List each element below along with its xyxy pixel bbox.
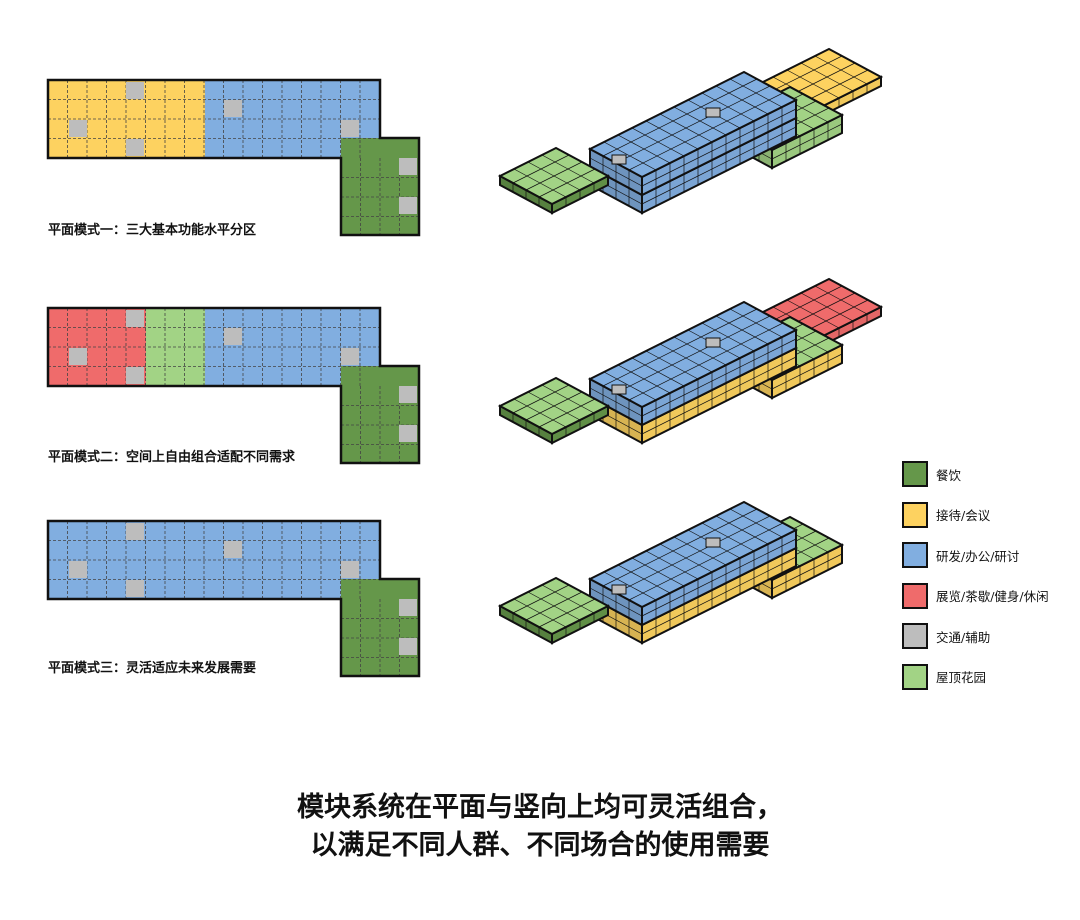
legend-item-exhibition: 展览/茶歇/健身/休闲	[902, 580, 1049, 612]
legend-swatch-research	[902, 542, 928, 568]
axo-dining-wing-top-grid	[538, 168, 596, 198]
axo-main-upper-left-grid	[589, 587, 643, 617]
legend-swatch-exhibition	[902, 582, 928, 609]
axo-link-front-grid	[771, 353, 843, 390]
legend-item-traffic: 交通/辅助	[902, 620, 1049, 652]
legend: 餐饮 接待/会议 研发/办公/研讨 展览/茶歇/健身/休闲 交通/辅助 屋顶花园	[902, 458, 1049, 701]
axo-traffic-core	[705, 107, 721, 118]
axo-main-upper-left-grid	[589, 157, 643, 187]
axo-main-upper-top-grid	[602, 308, 758, 387]
axo-main-upper-top-grid	[615, 515, 771, 594]
legend-swatch-traffic	[902, 623, 928, 649]
axo-dining-wing-top-grid	[525, 161, 583, 191]
floor-plans	[46, 78, 421, 678]
plan-label-2: 平面模式二：空间上自由组合适配不同需求	[48, 450, 296, 465]
legend-label-research: 研发/办公/研讨	[936, 548, 1020, 564]
legend-label-traffic: 交通/辅助	[936, 629, 991, 645]
legend-swatch-reception	[902, 501, 928, 528]
axo-main-upper-top-grid	[602, 78, 758, 157]
plan-traffic-core	[399, 638, 417, 655]
legend-label-exhibition: 展览/茶歇/健身/休闲	[936, 589, 1049, 604]
floor-plan-1	[46, 78, 421, 237]
plan-traffic-core	[399, 599, 417, 616]
legend-label-dining: 餐饮	[936, 467, 962, 483]
caption-line-1: 模块系统在平面与竖向上均可灵活组合，	[297, 792, 783, 823]
axonometric-1	[497, 47, 884, 215]
axo-main-upper-top-grid	[628, 522, 784, 601]
plan-traffic-core	[224, 541, 242, 558]
axo-dining-wing-top-grid	[512, 384, 570, 414]
axo-traffic-core	[611, 384, 627, 395]
axo-traffic-core	[705, 337, 721, 348]
plan-traffic-core	[399, 386, 417, 403]
axo-main-upper-front-grid	[641, 338, 797, 417]
legend-item-dining: 餐饮	[902, 458, 1049, 490]
plan-traffic-core	[126, 310, 144, 327]
caption-line-2: 以满足不同人群、不同场合的使用需要	[310, 830, 770, 861]
legend-item-research: 研发/办公/研讨	[902, 539, 1049, 571]
legend-label-reception: 接待/会议	[936, 508, 991, 523]
plan-traffic-core	[341, 348, 359, 365]
axo-main-upper-left-grid	[589, 387, 643, 417]
legend-swatch-roof-garden	[902, 663, 928, 690]
axo-main-upper-top-grid	[628, 92, 784, 171]
plan-label-3: 平面模式三：灵活适应未来发展需要	[48, 661, 257, 676]
axo-main-upper-top-grid	[615, 315, 771, 394]
plan-traffic-core	[126, 367, 144, 384]
axonometric-2	[497, 277, 884, 445]
axo-main-upper-front-grid	[641, 538, 797, 617]
floor-plan-3	[46, 519, 421, 678]
axo-main-upper-top-grid	[615, 85, 771, 164]
plan-traffic-core	[399, 197, 417, 214]
plan-traffic-core	[224, 328, 242, 345]
axo-main-lower-front-grid	[641, 556, 797, 635]
axo-traffic-core	[705, 537, 721, 548]
axo-main-upper-top-grid	[602, 508, 758, 587]
axo-dining-wing-top-grid	[512, 584, 570, 614]
plan-outline	[46, 78, 421, 237]
legend-item-roof-garden: 屋顶花园	[902, 661, 1049, 693]
plan-traffic-core	[224, 100, 242, 117]
axo-main-lower-front-grid	[641, 356, 797, 435]
plan-traffic-core	[126, 523, 144, 540]
axo-traffic-core	[611, 584, 627, 595]
axo-main-upper-top-grid	[628, 322, 784, 401]
plan-traffic-core	[399, 425, 417, 442]
plan-traffic-core	[69, 561, 87, 578]
axo-dining-wing-top-grid	[538, 398, 596, 428]
axo-link-front-grid	[771, 123, 843, 160]
legend-label-roof-garden: 屋顶花园	[936, 670, 987, 685]
axo-dining-wing-top-grid	[512, 154, 570, 184]
plan-outline	[46, 306, 421, 465]
floor-plan-2	[46, 306, 421, 465]
plan-traffic-core	[69, 348, 87, 365]
legend-item-reception: 接待/会议	[902, 499, 1049, 531]
axo-dining-wing-top-grid	[538, 598, 596, 628]
plan-label-1: 平面模式一：三大基本功能水平分区	[48, 223, 257, 238]
axo-main-lower-front-grid	[641, 126, 797, 205]
axonometric-3	[497, 500, 845, 645]
plan-traffic-core	[126, 139, 144, 156]
legend-swatch-dining	[902, 461, 928, 487]
axo-traffic-core	[611, 154, 627, 165]
plan-traffic-core	[341, 120, 359, 137]
plan-traffic-core	[126, 82, 144, 99]
plan-outline	[46, 519, 421, 678]
axo-dining-wing-top-grid	[525, 591, 583, 621]
plan-traffic-core	[399, 158, 417, 175]
axonometric-views	[497, 47, 884, 645]
axo-main-upper-front-grid	[641, 108, 797, 187]
axo-dining-wing-top-grid	[525, 391, 583, 421]
plan-traffic-core	[126, 580, 144, 597]
plan-traffic-core	[341, 561, 359, 578]
plan-traffic-core	[69, 120, 87, 137]
axo-link-front-grid	[771, 553, 843, 590]
